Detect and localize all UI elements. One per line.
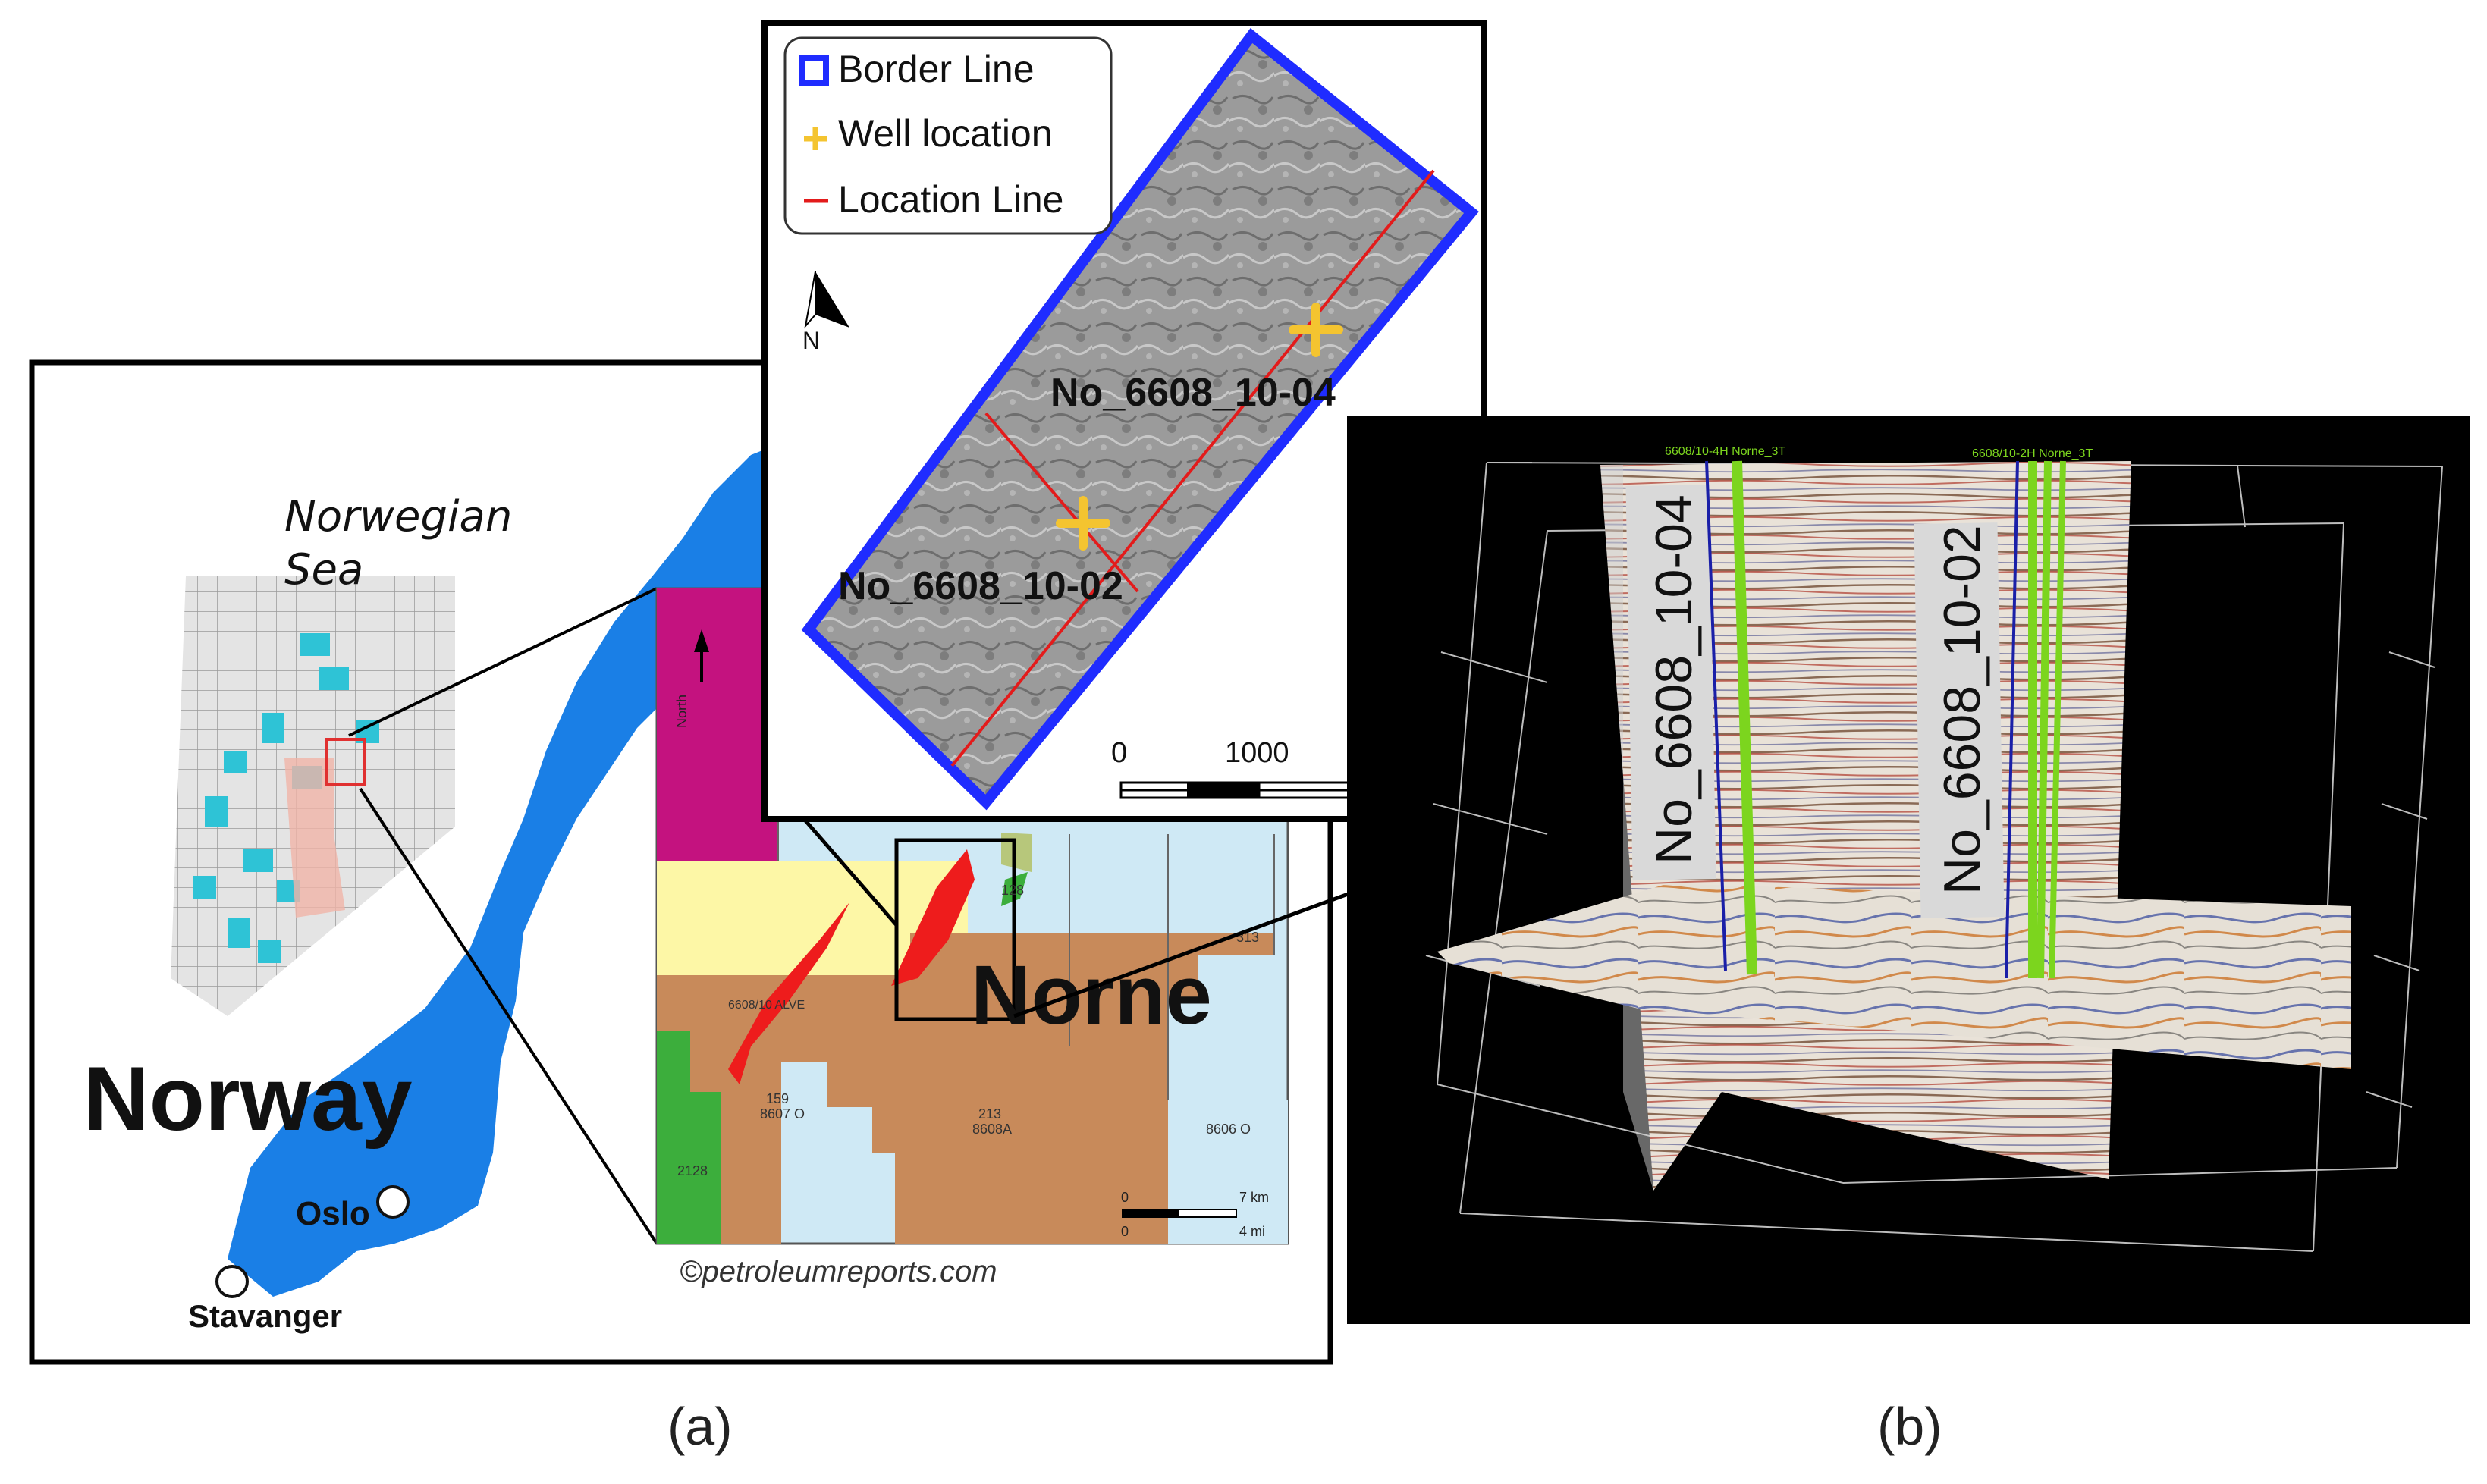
- legend-label-location-line: Location Line: [838, 178, 1063, 221]
- block-label-2: 8607 O: [760, 1106, 805, 1122]
- zoom-connector-lower: [359, 787, 658, 1245]
- city-label-stavanger: Stavanger: [188, 1298, 342, 1334]
- scale-tick-1000: 1000: [1225, 737, 1289, 769]
- block-label-9: 6608/10 ALVE: [728, 999, 805, 1012]
- north-arrow-label: N: [802, 327, 820, 354]
- block-label-4: 8608A: [972, 1122, 1012, 1137]
- block-label-6: 128: [1001, 883, 1024, 898]
- oslo-marker: [376, 1185, 410, 1219]
- north-arrow-icon-license: [694, 629, 709, 652]
- legend-well-location-icon: [804, 127, 827, 150]
- well-path-green-10-02c: [2049, 460, 2066, 979]
- block-label-8: 2128: [677, 1163, 708, 1178]
- license-scalebar: 0 7 km 0 4 mi: [1121, 1190, 1269, 1239]
- seismic-time-slice: [1437, 883, 2351, 1069]
- block-label-3: 213: [978, 1106, 1001, 1122]
- well-path-blue-10-04: [1705, 460, 1727, 971]
- caption-a: (a): [667, 1397, 733, 1456]
- sea-label-line1: Norwegian: [284, 492, 512, 541]
- location-line-main: [950, 169, 1435, 767]
- top-tag-1: 6608/10-4H Norne_3T: [1665, 445, 1785, 458]
- legend-label-border-line: Border Line: [838, 48, 1035, 90]
- block-label-5: 8606 O: [1206, 1122, 1251, 1137]
- block-label-1: 159: [766, 1091, 789, 1106]
- field-zoom-box: [894, 838, 1016, 1021]
- well-marker-10-02: [1056, 496, 1110, 551]
- scalebar-label-0b: 0: [1121, 1224, 1129, 1239]
- well-label-b-10-02: No_6608_10-02: [1933, 525, 1991, 895]
- scalebar-label-km: 7 km: [1239, 1190, 1269, 1205]
- legend-label-well-location: Well location: [838, 112, 1053, 155]
- north-arrow-label-license: North: [674, 695, 689, 728]
- border-line-polygon: [801, 27, 1479, 811]
- well-label-10-04: No_6608_10-04: [1050, 371, 1336, 415]
- panel-b: No_6608_10-04 No_6608_10-02 6608/10-4H N…: [1347, 416, 2470, 1456]
- well-path-blue-10-02: [2005, 460, 2019, 979]
- inset-connector-right: [1013, 891, 1351, 1018]
- top-tag-2: 6608/10-2H Norne_3T: [1972, 447, 2093, 460]
- country-label: Norway: [83, 1048, 413, 1150]
- label-card-10-02: [1914, 522, 2005, 918]
- label-card-10-04: [1625, 485, 1716, 880]
- well-marker-10-04: [1289, 303, 1343, 357]
- inset-connector-left: [802, 817, 898, 927]
- stavanger-marker: [215, 1265, 249, 1298]
- field-label: Norne: [971, 949, 1212, 1042]
- well-label-b-10-04: No_6608_10-04: [1645, 494, 1703, 864]
- north-arrow-icon: N: [802, 271, 849, 354]
- well-path-green-10-04: [1732, 460, 1757, 975]
- well-label-10-02: No_6608_10-02: [838, 564, 1123, 608]
- sea-label-line2: Sea: [284, 545, 363, 595]
- location-line-cross: [984, 412, 1139, 593]
- copyright-label: ©petroleumreports.com: [680, 1255, 997, 1288]
- scalebar-label-mi: 4 mi: [1239, 1224, 1265, 1239]
- legend-border-line-icon: [799, 55, 829, 86]
- zoom-connector-upper: [348, 587, 658, 737]
- well-path-green-10-02b: [2036, 460, 2052, 979]
- city-label-oslo: Oslo: [296, 1195, 370, 1232]
- legend-box: [783, 36, 1113, 235]
- offshore-grid: [171, 576, 455, 1016]
- scalebar-label-0: 0: [1121, 1190, 1129, 1205]
- scale-tick-0: 0: [1111, 737, 1127, 769]
- caption-b: (b): [1877, 1397, 1942, 1456]
